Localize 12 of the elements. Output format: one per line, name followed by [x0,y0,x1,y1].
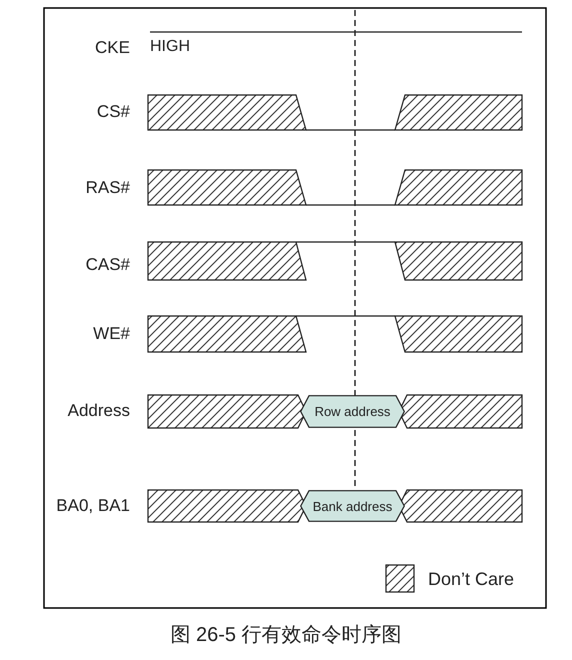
signal-name: CAS# [86,256,130,273]
bus-value: Bank address [300,490,405,522]
legend-label: Don’t Care [428,570,514,588]
signal-name: Address [68,402,130,419]
signal-name: CKE [95,39,130,56]
signal-level: HIGH [150,39,190,55]
signal-name: RAS# [86,179,130,196]
figure-caption: 图 26-5 行有效命令时序图 [169,625,403,645]
signal-name: BA0, BA1 [56,497,130,514]
signal-name: WE# [93,325,130,342]
bus-value: Row address [300,395,405,428]
signal-name: CS# [96,103,130,120]
